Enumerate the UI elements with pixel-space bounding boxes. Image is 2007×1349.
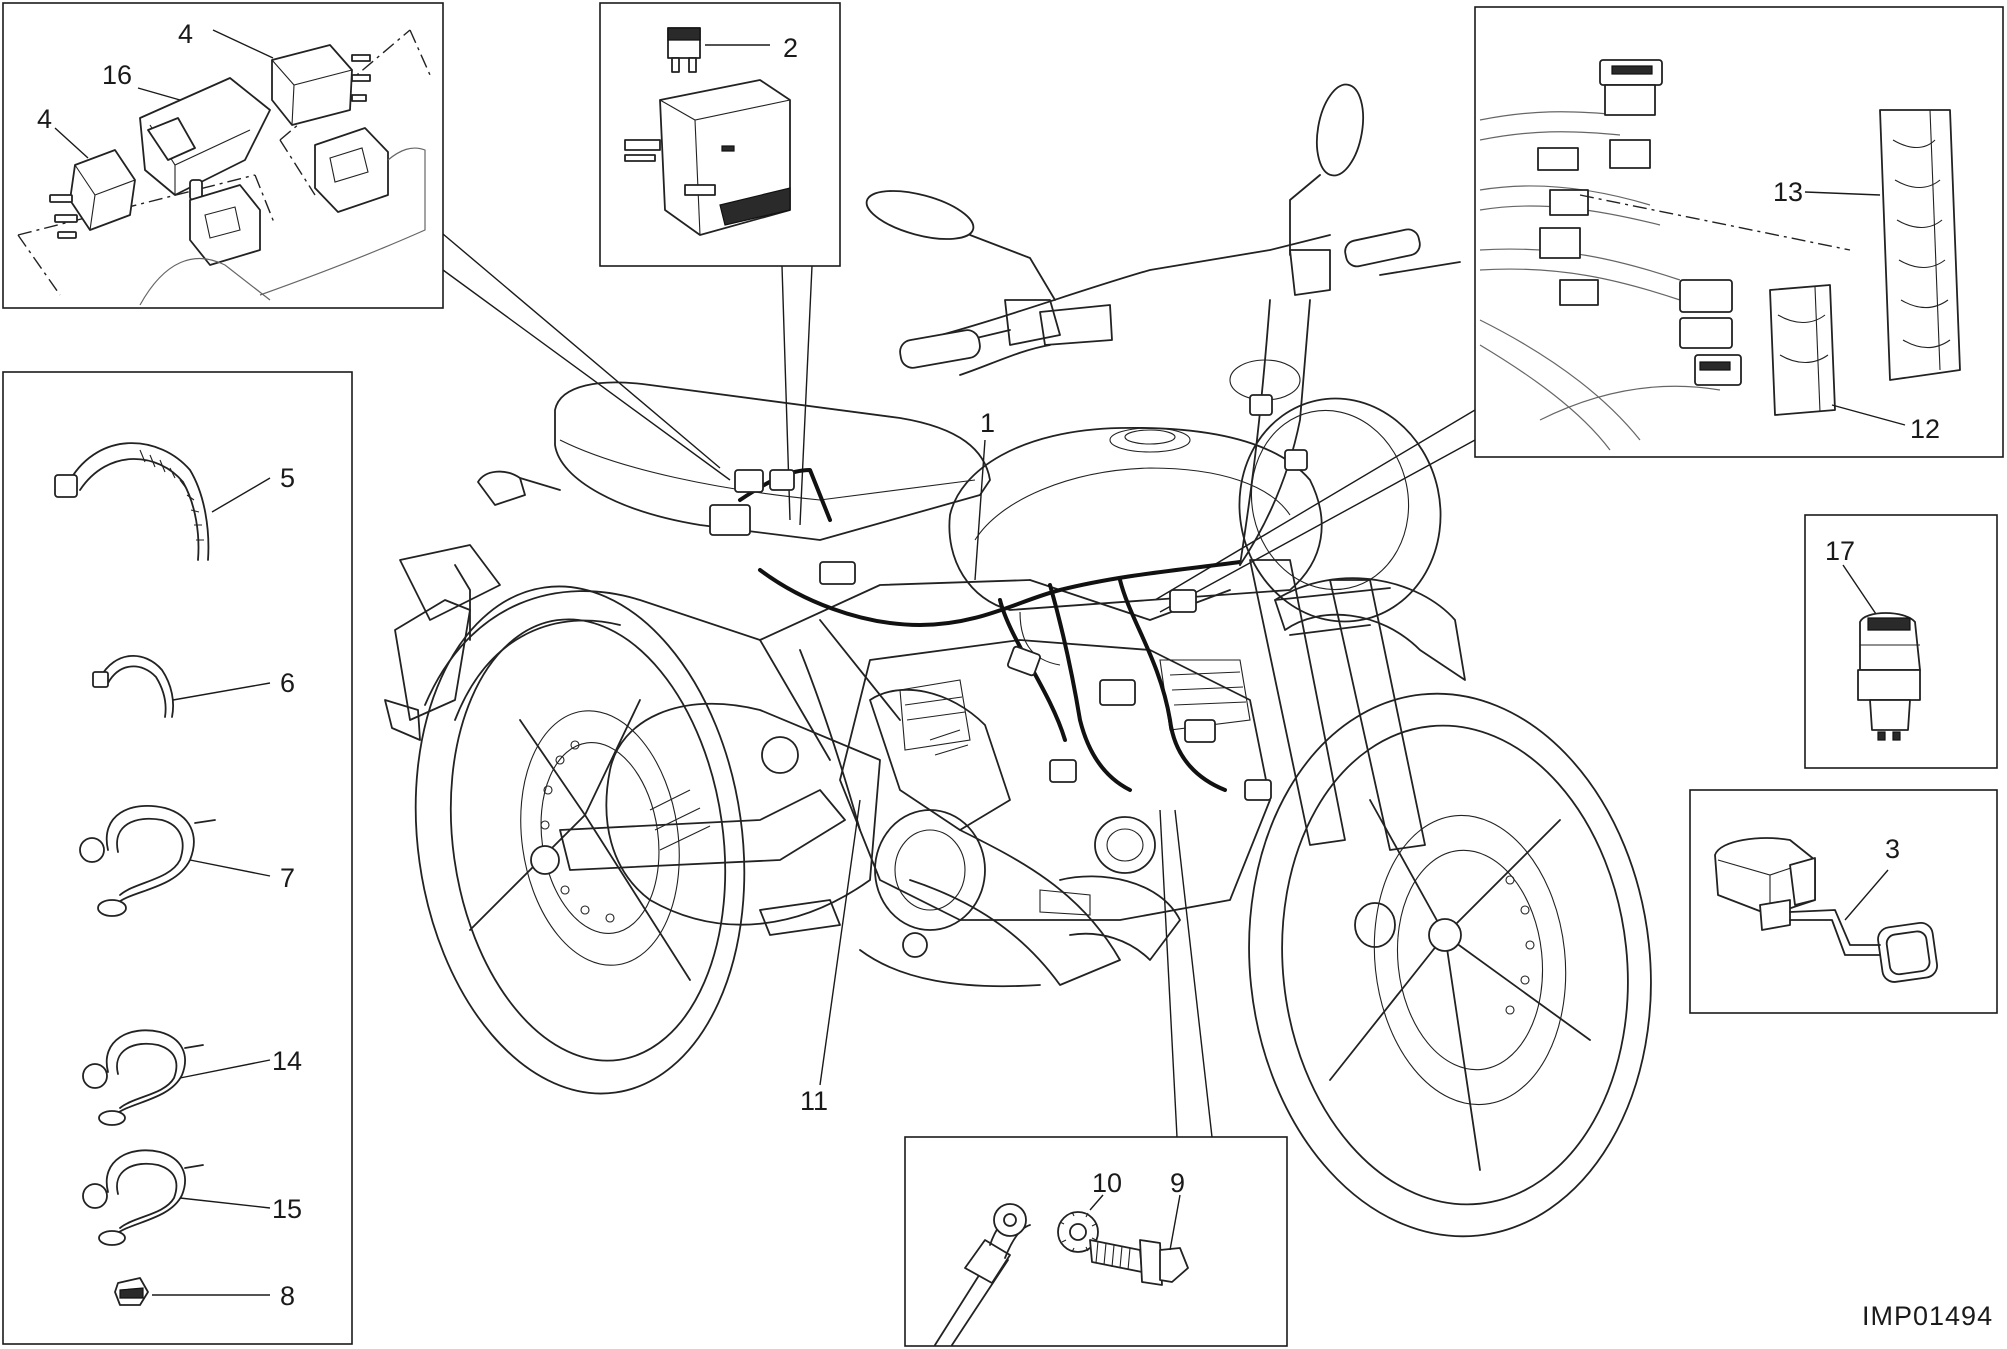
fuse-box-body xyxy=(624,79,791,236)
clamp-7 xyxy=(79,805,216,917)
washer-10 xyxy=(1057,1211,1099,1253)
clamp-15 xyxy=(82,1149,204,1246)
inset-relays xyxy=(2,2,444,309)
front-wheel xyxy=(1248,692,1652,1238)
callout-11: 11 xyxy=(800,1086,828,1116)
inset-diagnostic-art xyxy=(1714,837,1938,983)
callout-9: 9 xyxy=(1170,1168,1185,1198)
connector-holder-13 xyxy=(1879,109,1961,381)
callout-16: 16 xyxy=(102,60,132,90)
callout-12: 12 xyxy=(1910,414,1940,444)
inset-relays-art xyxy=(17,29,431,306)
inset-clamps xyxy=(2,371,353,1345)
clamp-14 xyxy=(82,1029,204,1126)
clip-8 xyxy=(114,1277,149,1306)
screw-9 xyxy=(1089,1239,1189,1286)
callout-7: 7 xyxy=(280,863,295,893)
cable-tie-6 xyxy=(92,655,175,718)
callout-6: 6 xyxy=(280,668,295,698)
swingarm xyxy=(559,736,928,958)
relay-socket-upper xyxy=(259,127,426,296)
callout-17: 17 xyxy=(1825,536,1855,566)
exhaust xyxy=(605,688,1181,988)
reference-code: IMP01494 xyxy=(1862,1301,1993,1331)
harness-plugs xyxy=(1537,59,1742,386)
relay-socket-lower xyxy=(139,184,271,306)
inset-connector-17-art xyxy=(1842,564,1921,741)
fuse xyxy=(667,27,701,73)
motorcycle-drawing xyxy=(384,83,1652,1238)
inset-fuse-art xyxy=(624,27,791,236)
frame xyxy=(759,579,1231,761)
cable-tie-5 xyxy=(54,442,210,561)
callout-4-top: 4 xyxy=(178,19,193,49)
callout-8: 8 xyxy=(280,1281,295,1311)
front-disc-holes xyxy=(1505,875,1535,1015)
seat xyxy=(554,381,991,541)
inset-ground-screw xyxy=(904,1136,1288,1347)
callout-5: 5 xyxy=(280,463,295,493)
connector-holder-12 xyxy=(1769,284,1836,416)
flasher-relay-16 xyxy=(139,77,271,201)
relay-left xyxy=(49,149,136,239)
inset-clamps-art xyxy=(54,442,271,1306)
callout-labels: 1 2 3 4 4 5 6 7 8 9 10 11 12 13 14 15 16… xyxy=(37,19,1940,1311)
callout-leaders xyxy=(819,439,986,1086)
callout-14: 14 xyxy=(272,1046,302,1076)
callout-3: 3 xyxy=(1885,834,1900,864)
engine xyxy=(839,639,1271,931)
tail-section xyxy=(384,470,561,741)
headlight xyxy=(1229,359,1442,623)
callout-2: 2 xyxy=(783,33,798,63)
rear-wheel xyxy=(414,585,746,1095)
callout-1: 1 xyxy=(980,408,995,438)
callout-4-left: 4 xyxy=(37,104,52,134)
inset-connector-holders-art xyxy=(1479,59,1961,451)
callout-13: 13 xyxy=(1773,177,1803,207)
inset-diagnostic-connector xyxy=(1689,789,1998,1014)
handlebar-mirrors xyxy=(865,83,1461,376)
inset-leader-lines xyxy=(442,233,1476,1138)
inset-ground-screw-art xyxy=(934,1194,1189,1346)
inset-fuse-box xyxy=(599,2,841,267)
callout-10: 10 xyxy=(1092,1168,1122,1198)
relay-top xyxy=(271,44,371,126)
inset-connector-17 xyxy=(1804,514,1998,769)
harness-connectors xyxy=(709,394,1308,801)
inset-connector-holders xyxy=(1474,6,2004,458)
front-fork xyxy=(1249,559,1426,948)
callout-15: 15 xyxy=(272,1194,302,1224)
